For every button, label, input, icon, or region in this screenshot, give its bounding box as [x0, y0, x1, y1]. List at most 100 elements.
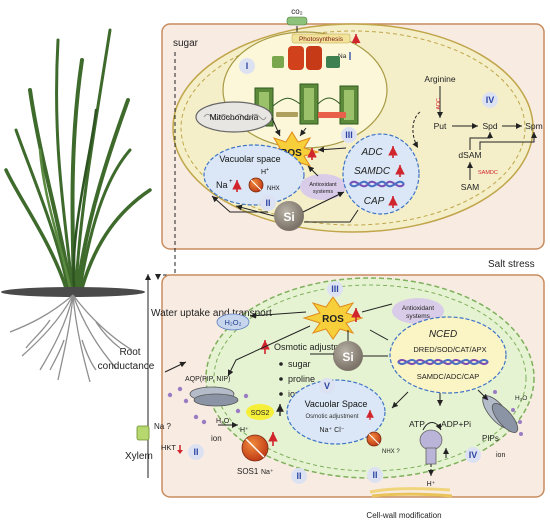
leaf-gene-box: ADC SAMDC CAP: [342, 133, 420, 215]
adp-label: ADP+Pi: [441, 419, 471, 429]
sos1-na-label: Na⁺: [261, 469, 274, 476]
sos2-group: SOS2: [246, 404, 284, 420]
hkt-label: HKT: [161, 443, 176, 452]
mitochondria-label: Mitochondria: [210, 112, 259, 122]
osm-item-proline: proline: [288, 374, 315, 384]
sos1-label: SOS1: [237, 467, 259, 476]
co2-channel: [286, 16, 308, 26]
svg-text:systems: systems: [406, 313, 431, 320]
samdc-label: SAMDC: [354, 166, 391, 177]
svg-text:conductance: conductance: [98, 361, 155, 372]
numeral-III: III: [345, 130, 353, 140]
osm-item-ion: ion: [288, 389, 300, 399]
plant-illustration: [1, 28, 152, 383]
dred-label: DRED/SOD/CAT/APX: [413, 345, 486, 354]
atp-pump: ATP ADP+Pi H⁺: [409, 419, 471, 488]
h2o2-label: H₂O₂: [224, 318, 241, 327]
root-side-labels: Water uptake and transport Root conducta…: [98, 274, 272, 478]
svg-text:+: +: [266, 167, 269, 173]
ion-label: ion: [211, 434, 222, 443]
samdc-adc-cap-label: SAMDC/ADC/CAP: [417, 372, 480, 381]
spd-label: Spd: [482, 121, 497, 131]
sos2-label: SOS2: [251, 410, 270, 417]
root-numerals: III V II II II IV: [188, 281, 481, 484]
leaf-flow-arrows: [211, 117, 359, 223]
leaf-antioxidant-label: Antioxidant: [309, 182, 337, 188]
root-ros: ROS: [302, 296, 364, 340]
leaf-si: Si: [274, 201, 304, 231]
na-chloro-label: Na: [338, 53, 347, 60]
plant-roots: [9, 294, 133, 383]
root-antioxidant: Antioxidant systems: [392, 298, 444, 324]
photosynthesis-label: Photosynthesis: [299, 36, 344, 43]
thylakoid-proteins: [272, 46, 340, 70]
hkt-group: Na ? HKT: [136, 422, 183, 454]
sos1-transporter: H⁺ SOS1 Na⁺: [237, 427, 278, 476]
leaf-ros-label: ROS: [280, 148, 302, 159]
h-pump-label: H⁺: [427, 481, 436, 488]
co2-group: co₂: [286, 7, 308, 38]
ion-right-label: ion: [496, 452, 505, 459]
dsam-label: dSAM: [458, 150, 481, 160]
leaf-numerals: I II III IV: [239, 58, 498, 211]
root-numeral-III: III: [331, 284, 339, 294]
salt-stress-label: Salt stress: [488, 259, 535, 270]
svg-text:systems: systems: [313, 189, 333, 195]
numeral-I: I: [246, 61, 249, 71]
root-numeral-II-nhx: II: [372, 470, 377, 480]
aqp-label: AQP(PIP, NIP): [185, 376, 230, 383]
spm-label: Spm: [525, 121, 542, 131]
pips-group: H₂O PIPs ion: [482, 390, 527, 459]
sos1-h-label: H⁺: [240, 427, 249, 434]
plant-leaves: [4, 28, 152, 290]
leaf-vacuole: Vacuolar space Na + H + NHX: [203, 144, 305, 206]
osmotic-adjustment-label: Osmotic adjustment: [274, 342, 354, 352]
root-antioxidant-label: Antioxidant: [402, 305, 434, 312]
root-si: Si: [333, 341, 363, 371]
nced-label: NCED: [429, 329, 457, 340]
root-ros-label: ROS: [322, 314, 344, 325]
root-nhx-label: NHX ?: [382, 449, 400, 455]
leaf-si-label: Si: [283, 210, 294, 224]
co2-label: co₂: [291, 7, 303, 16]
root-vacuole-label: Vacuolar Space: [305, 399, 368, 409]
leaf-nhx-label: NHX: [267, 186, 280, 192]
root-numeral-IV: IV: [469, 450, 478, 460]
svg-text:+: +: [229, 179, 233, 185]
osm-item-sugar: sugar: [288, 359, 311, 369]
soil-disc: [1, 287, 145, 297]
leaf-vacuole-label: Vacuolar space: [219, 154, 280, 164]
adc-small-label: ADC: [436, 98, 442, 110]
atp-label: ATP: [409, 419, 425, 429]
xylem-label: Xylem: [125, 451, 153, 462]
root-numeral-V: V: [324, 381, 330, 391]
photosynthesis-box: [291, 33, 351, 44]
root-osm-small-label: Osmotic adjustment: [305, 414, 358, 420]
cell-wall-group: Cell-wall modification: [366, 487, 453, 520]
mitochondria: Mitochondria: [195, 101, 273, 133]
root-numeral-II-sos: II: [296, 471, 301, 481]
sam-label: SAM: [461, 182, 479, 192]
na-q-label: Na ?: [154, 422, 171, 431]
root-vacuole: Vacuolar Space Osmotic adjustment Na⁺ Cl…: [286, 379, 400, 455]
leaf-cell-inner-membrane: [180, 30, 526, 226]
aqp-group: AQP(PIP, NIP) H₂O ion: [167, 376, 249, 443]
polyamine-pathway: Arginine ADC Put Spd Spm dSAM SAMDC SAM: [412, 74, 543, 192]
adc-label: ADC: [360, 147, 383, 158]
water-uptake-label: Water uptake and transport: [151, 308, 272, 319]
root-conductance-label: Root: [119, 347, 140, 358]
numeral-II: II: [265, 198, 270, 208]
pips-label: PIPs: [482, 434, 499, 443]
arginine-label: Arginine: [424, 74, 455, 84]
root-flow-arrows: [227, 303, 489, 409]
root-numeral-II-left: II: [193, 447, 198, 457]
leaf-antioxidant: Antioxidant systems: [300, 174, 346, 200]
root-nacl-label: Na⁺ Cl⁻: [320, 427, 345, 434]
root-si-label: Si: [342, 350, 353, 364]
samdc-small-label: SAMDC: [478, 170, 498, 176]
leaf-dashed-loop: [412, 111, 421, 149]
nced-box: NCED DRED/SOD/CAT/APX SAMDC/ADC/CAP: [389, 316, 507, 394]
sugar-dashed-arrow: [158, 52, 176, 276]
sugar-label: sugar: [173, 38, 199, 49]
